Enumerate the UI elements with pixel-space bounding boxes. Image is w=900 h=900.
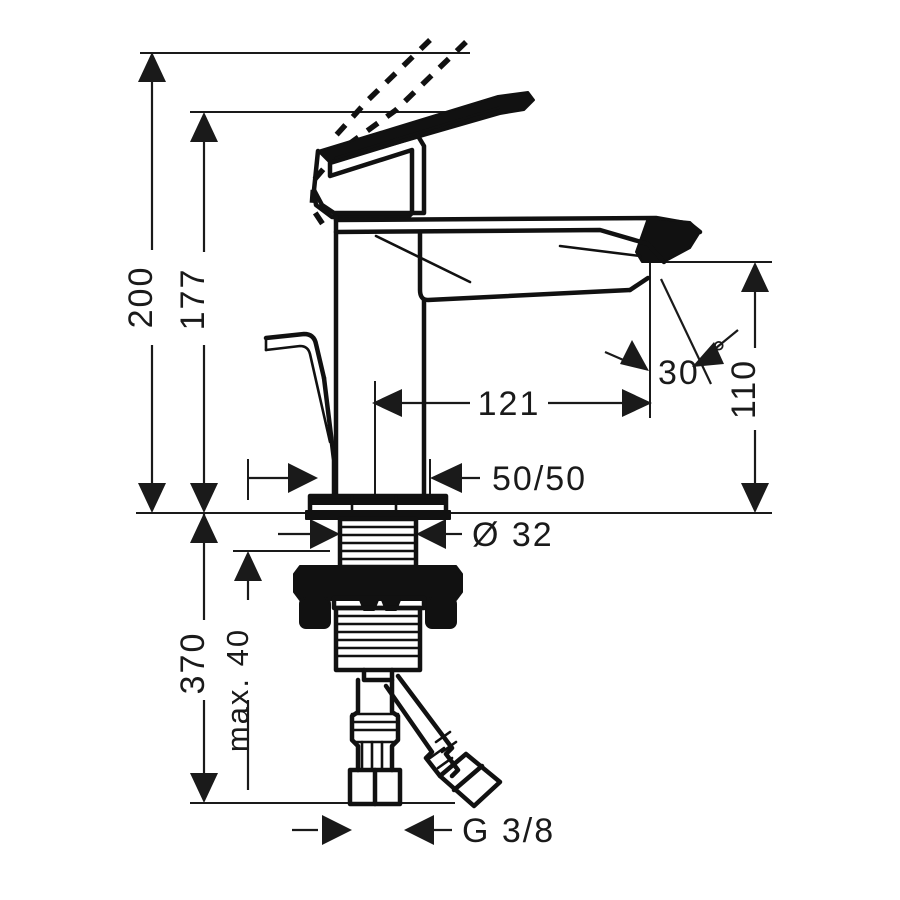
dimension-5050: 50/50 (247, 459, 587, 500)
dimension-g38: G 3/8 (292, 812, 555, 850)
dim-30-label: 30 (658, 354, 700, 392)
dim-g38-label: G 3/8 (462, 812, 555, 850)
hose-2-upper-edge (395, 673, 461, 779)
body-column-top-right (627, 275, 651, 293)
hose-1-braid (360, 740, 384, 772)
dim-5050-arrow-left (288, 463, 318, 493)
dim-32-label: Ø 32 (472, 516, 554, 554)
dim-30-degree-symbol: ° (712, 335, 728, 373)
fixing-block-body (293, 565, 463, 601)
dim-177-arrow-top (190, 112, 218, 142)
dim-110-arrow-bottom (741, 483, 769, 513)
hose-2-connector (437, 751, 503, 809)
dimension-angle-30: 30 ° (604, 278, 739, 392)
dim-370-arrow-top (190, 513, 218, 543)
dim-121-arrow-right (622, 389, 652, 417)
spout-lower-edge (333, 227, 667, 265)
dim-max40-arrow-top (234, 551, 262, 581)
dashed-lever-path-2 (327, 38, 432, 144)
hose-2-lower-edge (383, 683, 443, 779)
hose-1-right-edge (389, 677, 401, 773)
extension-lines (136, 52, 772, 804)
fixing-nut-assembly (293, 565, 463, 629)
hose-1-left-edge (349, 677, 361, 773)
threaded-shank (337, 516, 419, 570)
rod-handle-hook-inner (264, 344, 332, 444)
supply-hose-angled (383, 673, 503, 809)
hose-2-collar-1 (434, 730, 452, 744)
spout-inner-detail-line (374, 234, 472, 284)
dim-110-label: 110 (725, 359, 763, 419)
dim-370-arrow-bottom (190, 773, 218, 803)
dim-121-arrow-left (372, 389, 402, 417)
rod-shaft (321, 375, 337, 503)
lever-lower-chamfer (311, 187, 415, 216)
dim-32-arrow-left (310, 519, 340, 549)
hose-2-connector-split (451, 763, 485, 793)
spout-outlet-detail-line (558, 244, 642, 258)
dim-110-arrow-top (741, 262, 769, 292)
lever-body-left (311, 148, 415, 220)
angle-leader-line (660, 278, 712, 385)
dimension-200: 200 (122, 52, 166, 513)
angle-arrow-left-head (620, 340, 649, 371)
dim-g38-arrow-right (404, 815, 434, 845)
dim-5050-label: 50/50 (492, 460, 587, 498)
mounting-flange (305, 493, 451, 520)
dimension-110: 110 (725, 262, 769, 513)
angle-arrow-right-tail (715, 329, 739, 349)
dim-177-label: 177 (174, 268, 212, 331)
dim-200-label: 200 (122, 266, 160, 329)
supply-hose-vertical (347, 677, 403, 807)
dim-max40-label: max. 40 (220, 628, 255, 752)
dim-5050-arrow (430, 463, 462, 493)
lever-raised-dashed-outline (309, 38, 468, 228)
dim-200-arrow-top (138, 52, 166, 82)
dashed-lever-path (309, 40, 468, 228)
lever-handle (311, 91, 535, 220)
dimension-370: 370 (174, 513, 218, 803)
lower-threaded-stem (333, 605, 423, 683)
dim-g38-arrow-left (322, 815, 352, 845)
angle-arrow-right-head (692, 342, 724, 367)
rod-handle-hook (263, 331, 327, 381)
dimension-177: 177 (174, 112, 218, 513)
dim-200-arrow-bottom (138, 483, 166, 513)
spout-body (333, 214, 703, 503)
dimension-max-40: max. 40 (220, 551, 262, 790)
lever-blade-inner-line (334, 106, 500, 160)
body-column-inner-curve (417, 229, 633, 303)
dimension-121: 121 (372, 381, 652, 500)
lower-stem-neck (361, 667, 395, 683)
dim-121-label: 121 (478, 385, 541, 423)
popup-waste-rod (263, 331, 337, 503)
hose-2-collar-2 (440, 740, 458, 754)
faucet-object (263, 38, 703, 809)
lever-neck (327, 133, 427, 216)
fixing-leg-right (425, 597, 457, 629)
dim-177-arrow-bottom (190, 483, 218, 513)
spout-outlet-tip (635, 217, 701, 263)
dimension-diameter-32: Ø 32 (278, 516, 554, 554)
dim-370-label: 370 (174, 632, 212, 695)
fixing-leg-left (299, 597, 331, 629)
hose-2-braid (428, 746, 454, 770)
dim-32-arrow-right (416, 519, 446, 549)
